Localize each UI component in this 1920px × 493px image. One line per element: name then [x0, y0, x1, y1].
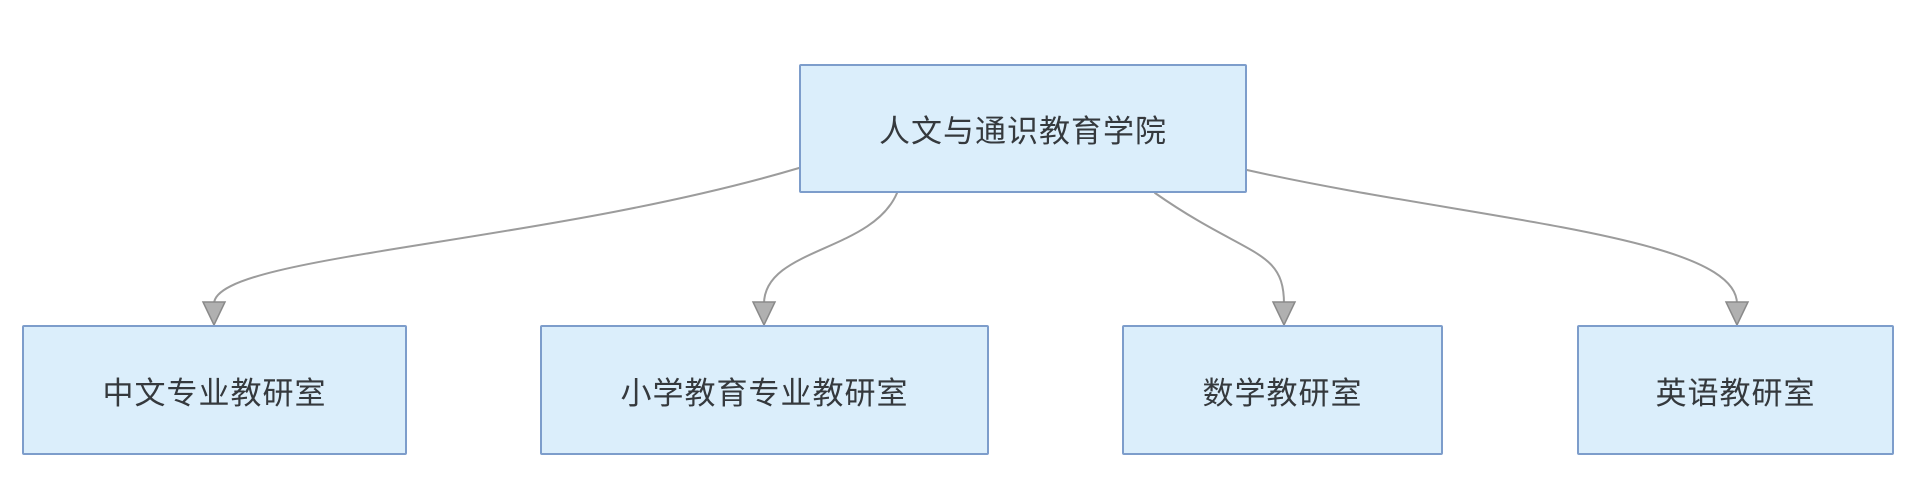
arrowhead-icon	[1271, 301, 1297, 327]
org-node-label: 数学教研室	[1202, 375, 1363, 411]
org-node-english-office[interactable]: 英语教研室	[1577, 325, 1894, 455]
org-node-math-office[interactable]: 数学教研室	[1122, 325, 1443, 455]
org-node-label: 小学教育专业教研室	[620, 375, 909, 411]
connector-root-to-child-2	[1154, 192, 1285, 305]
org-node-chinese-office[interactable]: 中文专业教研室	[22, 325, 407, 455]
connector-root-to-child-1	[763, 192, 898, 305]
org-node-primary-education-office[interactable]: 小学教育专业教研室	[540, 325, 989, 455]
connector-root-to-child-0	[213, 167, 800, 305]
org-node-label: 英语教研室	[1655, 375, 1816, 411]
org-node-root-label: 人文与通识教育学院	[879, 114, 1167, 149]
org-node-root[interactable]: 人文与通识教育学院	[799, 64, 1247, 193]
arrowhead-icon	[751, 301, 777, 327]
arrowhead-icon	[201, 301, 227, 327]
org-node-label: 中文专业教研室	[102, 375, 327, 411]
arrowhead-icon	[1724, 301, 1750, 327]
connector-root-to-child-3	[1246, 169, 1738, 305]
